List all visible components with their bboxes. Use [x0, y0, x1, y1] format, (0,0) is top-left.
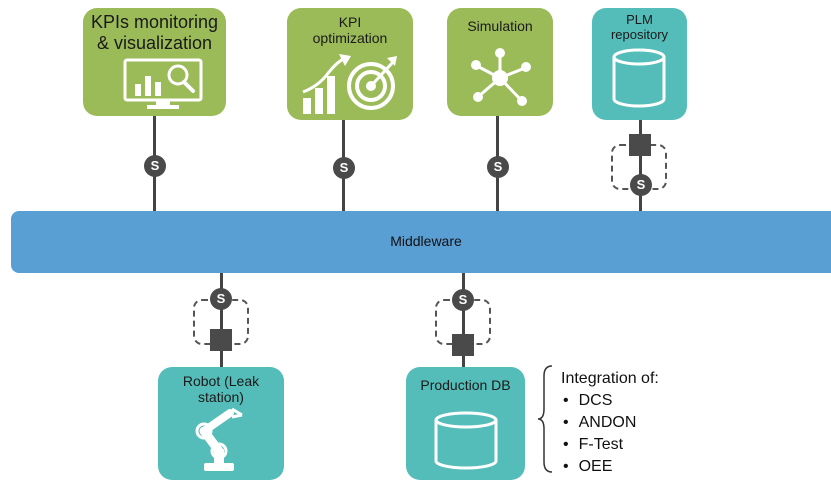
production-db-box: Production DB [406, 367, 525, 480]
network-hub-icon [471, 48, 531, 106]
integration-item-andon: ANDON [561, 412, 659, 434]
service-icon-plm: S [630, 174, 652, 196]
database-icon [612, 48, 666, 108]
production-db-adapter-block [452, 334, 474, 356]
robot-box: Robot (Leak station) [158, 367, 284, 480]
database-icon [434, 411, 498, 470]
robot-arm-icon [195, 407, 243, 471]
integration-item-oee: OEE [561, 456, 659, 478]
wire-robot-inner [220, 290, 223, 360]
integration-item-f-test: F-Test [561, 434, 659, 456]
kpi-optimization-box: KPI optimization [287, 8, 413, 120]
middleware-label: Middleware [390, 233, 462, 249]
service-icon-kpi-optimization: S [333, 157, 355, 179]
simulation-box: Simulation [447, 8, 553, 116]
production-db-label: Production DB [420, 377, 511, 393]
curly-brace-icon [537, 365, 553, 473]
service-icon-production-db: S [452, 289, 474, 311]
integration-heading: Integration of: [561, 370, 659, 387]
wire-production-db-inner [462, 290, 465, 360]
kpi-optimization-label: KPI optimization [312, 14, 388, 47]
service-icon-kpi-monitoring: S [144, 155, 166, 177]
service-icon-robot: S [210, 288, 232, 310]
growth-chart-target-icon [302, 54, 397, 114]
robot-adapter-block [210, 329, 232, 351]
robot-label: Robot (Leak station) [182, 373, 260, 406]
wire-plm-inner [639, 140, 642, 200]
service-icon-simulation: S [487, 156, 509, 178]
plm-adapter-block [629, 134, 651, 156]
integration-list: Integration of: DCS ANDON F-Test OEE [561, 370, 659, 478]
monitor-chart-magnifier-icon [123, 58, 203, 109]
kpi-monitoring-label: KPIs monitoring & visualization [90, 12, 219, 53]
simulation-label: Simulation [467, 18, 533, 34]
middleware-bar: Middleware [11, 211, 831, 273]
plm-repository-box: PLM repository [592, 8, 687, 120]
plm-repository-label: PLM repository [610, 12, 669, 42]
kpi-monitoring-box: KPIs monitoring & visualization [83, 8, 226, 116]
integration-item-dcs: DCS [561, 390, 659, 412]
